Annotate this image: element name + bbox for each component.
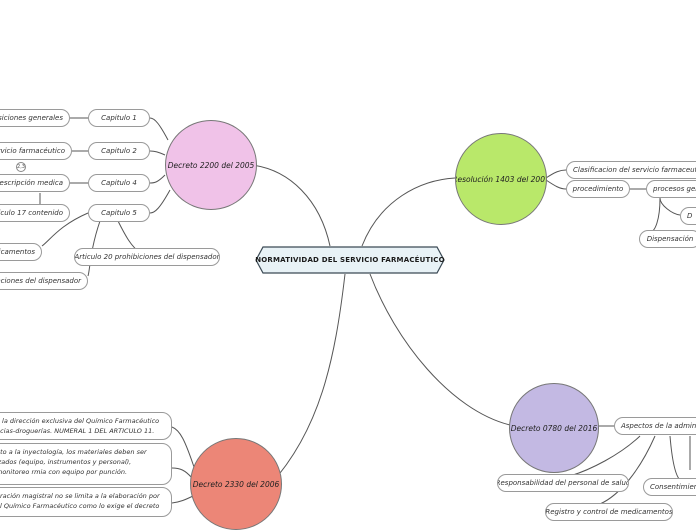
- subtopic-capitulo-2-label: Capitulo 2: [101, 147, 137, 155]
- topic-decreto-2200[interactable]: Decreto 2200 del 2005: [165, 120, 257, 210]
- topic-decreto-0780-label: Decreto 0780 del 2016: [510, 423, 598, 433]
- link-d2200-cap1: [149, 117, 169, 141]
- leaf-responsabilidad-personal[interactable]: Responsabilidad del personal de salud: [497, 474, 629, 492]
- leaf-disposiciones-generales-label: posiciones generales: [0, 114, 63, 122]
- leaf-articulo-20[interactable]: Articulo 20 prohibiciones del dispensado…: [74, 248, 220, 266]
- leaf-preparacion-magistral-label: eración magistral no se limita a la elab…: [0, 492, 160, 510]
- leaf-registro-control[interactable]: Registro y control de medicamentos: [545, 503, 673, 521]
- leaf-responsabilidad-personal-label: Responsabilidad del personal de salud: [497, 479, 629, 487]
- leaf-prescripcion-medica[interactable]: prescripción medica: [0, 174, 70, 192]
- leaf-inyectologia[interactable]: nto a la inyectología, los materiales de…: [0, 443, 172, 485]
- subtopic-capitulo-1[interactable]: Capitulo 1: [88, 109, 150, 127]
- subtopic-aspectos-administracion[interactable]: Aspectos de la adminis: [614, 417, 696, 435]
- link-asp-reg: [599, 435, 656, 505]
- leaf-medicamentos-label: dicamentos: [0, 248, 35, 256]
- link-d2330-text1: [171, 426, 196, 471]
- link-cap5-med: [41, 212, 89, 247]
- leaf-registro-control-label: Registro y control de medicamentos: [545, 508, 673, 516]
- topic-decreto-2330[interactable]: Decreto 2330 del 2006: [190, 438, 282, 530]
- leaf-dispensacion[interactable]: Dispensación: [639, 230, 696, 248]
- leaf-articulo-20-label: Articulo 20 prohibiciones del dispensado…: [74, 253, 220, 261]
- subtopic-capitulo-5[interactable]: Capitulo 5: [88, 204, 150, 222]
- topic-resolucion-1403[interactable]: Resolución 1403 del 2007: [455, 133, 547, 225]
- link-asp-resp: [569, 435, 641, 477]
- leaf-consentimiento[interactable]: Consentimient: [643, 478, 696, 496]
- leaf-articulo-17[interactable]: rticulo 17 contenido: [0, 204, 70, 222]
- leaf-disposiciones-generales[interactable]: posiciones generales: [0, 109, 70, 127]
- leaf-obligaciones-dispensador-label: bligaciones del dispensador: [0, 277, 81, 285]
- count-badge-label: 2,3: [17, 164, 25, 170]
- leaf-consentimiento-label: Consentimient: [650, 483, 696, 491]
- link-d2330-text2: [171, 467, 193, 479]
- leaf-dispensacion-label: Dispensación: [646, 235, 694, 243]
- link-d2200-cap2: [149, 150, 166, 156]
- subtopic-capitulo-2[interactable]: Capitulo 2: [88, 142, 150, 160]
- leaf-direccion-quimico[interactable]: a la dirección exclusiva del Químico Far…: [0, 412, 172, 440]
- link-asp-cons: [669, 435, 681, 481]
- topic-decreto-2330-label: Decreto 2330 del 2006: [192, 479, 280, 489]
- link-r1403-clasif: [545, 169, 567, 179]
- leaf-obligaciones-dispensador[interactable]: bligaciones del dispensador: [0, 272, 88, 290]
- topic-resolucion-1403-label: Resolución 1403 del 2007: [455, 174, 547, 184]
- leaf-servicio-farmaceutico[interactable]: rvicio farmacéutico: [0, 142, 72, 160]
- topic-decreto-0780[interactable]: Decreto 0780 del 2016: [509, 383, 599, 473]
- subtopic-aspectos-administracion-label: Aspectos de la adminis: [621, 422, 696, 430]
- leaf-direccion-quimico-label: a la dirección exclusiva del Químico Far…: [0, 417, 160, 435]
- leaf-procesos-generales-label: procesos gen: [653, 185, 696, 193]
- link-procesos-disp: [649, 197, 661, 233]
- leaf-d-label: D: [687, 212, 693, 220]
- link-procesos-d: [659, 197, 681, 216]
- subtopic-capitulo-1-label: Capitulo 1: [101, 114, 137, 122]
- central-topic-label: NORMATIVIDAD DEL SERVICIO FARMACÉUTICO: [255, 256, 445, 264]
- leaf-procesos-generales[interactable]: procesos gen: [646, 180, 696, 198]
- topic-decreto-2200-label: Decreto 2200 del 2005: [167, 160, 255, 170]
- central-topic-shape: [255, 246, 445, 274]
- leaf-articulo-17-label: rticulo 17 contenido: [0, 209, 63, 217]
- leaf-servicio-farmaceutico-label: rvicio farmacéutico: [0, 147, 65, 155]
- leaf-clasificacion-servicio[interactable]: Clasificacion del servicio farmaceutico: [566, 161, 696, 179]
- link-d2200-cap4: [149, 174, 166, 184]
- link-r1403-proc: [545, 179, 567, 190]
- leaf-clasificacion-servicio-label: Clasificacion del servicio farmaceutico: [573, 166, 696, 174]
- subtopic-capitulo-4[interactable]: Capitulo 4: [88, 174, 150, 192]
- link-central-decreto0780: [369, 273, 511, 426]
- link-d2200-cap5: [149, 189, 171, 214]
- leaf-medicamentos[interactable]: dicamentos: [0, 243, 42, 261]
- leaf-d[interactable]: D: [680, 207, 696, 225]
- subtopic-procedimiento[interactable]: procedimiento: [566, 180, 630, 198]
- link-central-decreto2200: [251, 164, 331, 247]
- leaf-inyectologia-label: nto a la inyectología, los materiales de…: [0, 448, 147, 476]
- link-central-decreto2330: [269, 273, 346, 486]
- subtopic-capitulo-5-label: Capitulo 5: [101, 209, 137, 217]
- count-badge[interactable]: 2,3: [16, 162, 26, 172]
- leaf-preparacion-magistral[interactable]: eración magistral no se limita a la elab…: [0, 487, 172, 517]
- subtopic-capitulo-4-label: Capitulo 4: [101, 179, 137, 187]
- central-topic[interactable]: NORMATIVIDAD DEL SERVICIO FARMACÉUTICO: [255, 246, 445, 274]
- link-central-resolucion1403: [361, 177, 456, 247]
- subtopic-procedimiento-label: procedimiento: [572, 185, 624, 193]
- leaf-prescripcion-medica-label: prescripción medica: [0, 179, 63, 187]
